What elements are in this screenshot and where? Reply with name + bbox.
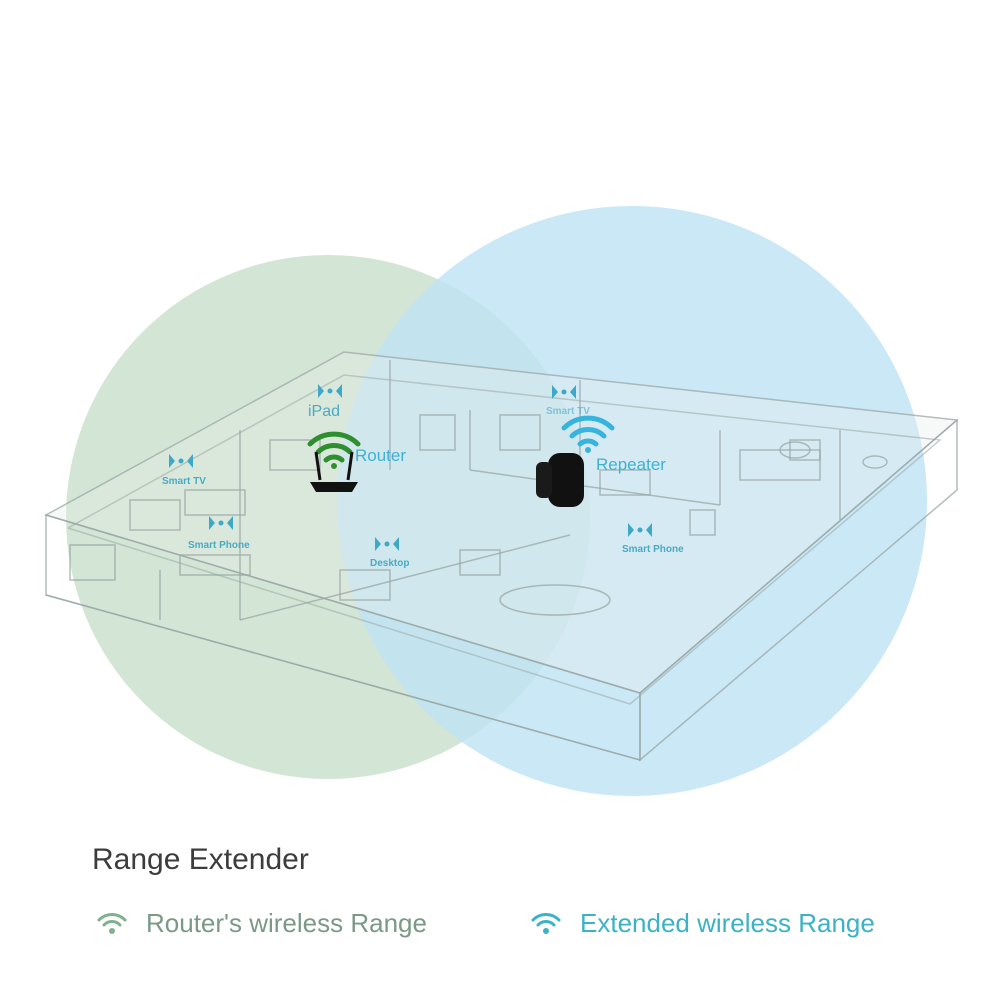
- desktop-signal-icon: [375, 537, 399, 551]
- smart-tv-left-label: Smart TV: [162, 476, 206, 487]
- router-label: Router: [355, 446, 406, 465]
- extended-range-circle: [337, 206, 927, 796]
- extended-range-wifi-icon: [531, 912, 561, 934]
- legend-router-range: Router's wireless Range: [96, 908, 427, 939]
- extended-range-label: Extended wireless Range: [580, 908, 875, 938]
- legend-extended-range: Extended wireless Range: [530, 908, 875, 939]
- smart-phone-left-signal-icon: [209, 516, 233, 530]
- smart-tv-right-label: Smart TV: [546, 406, 590, 417]
- smart-tv-right-signal-icon: [552, 385, 576, 399]
- router-wifi-icon: [307, 431, 361, 469]
- smart-phone-left-label: Smart Phone: [188, 540, 250, 551]
- router-range-label: Router's wireless Range: [146, 908, 427, 938]
- repeater-device: [536, 453, 584, 507]
- repeater-wifi-icon: [561, 415, 615, 453]
- smart-phone-right-signal-icon: [628, 523, 652, 537]
- legend-title: Range Extender: [92, 843, 309, 876]
- router-range-wifi-icon: [97, 912, 127, 934]
- ipad-label: iPad: [308, 403, 340, 420]
- smart-tv-left-signal-icon: [169, 454, 193, 468]
- floor-plan: [44, 351, 959, 762]
- ipad-signal-icon: [318, 384, 342, 398]
- device-markers: [169, 384, 652, 551]
- router-device: [310, 451, 358, 492]
- repeater-label: Repeater: [596, 455, 666, 474]
- desktop-label: Desktop: [370, 558, 409, 569]
- smart-phone-right-label: Smart Phone: [622, 544, 684, 555]
